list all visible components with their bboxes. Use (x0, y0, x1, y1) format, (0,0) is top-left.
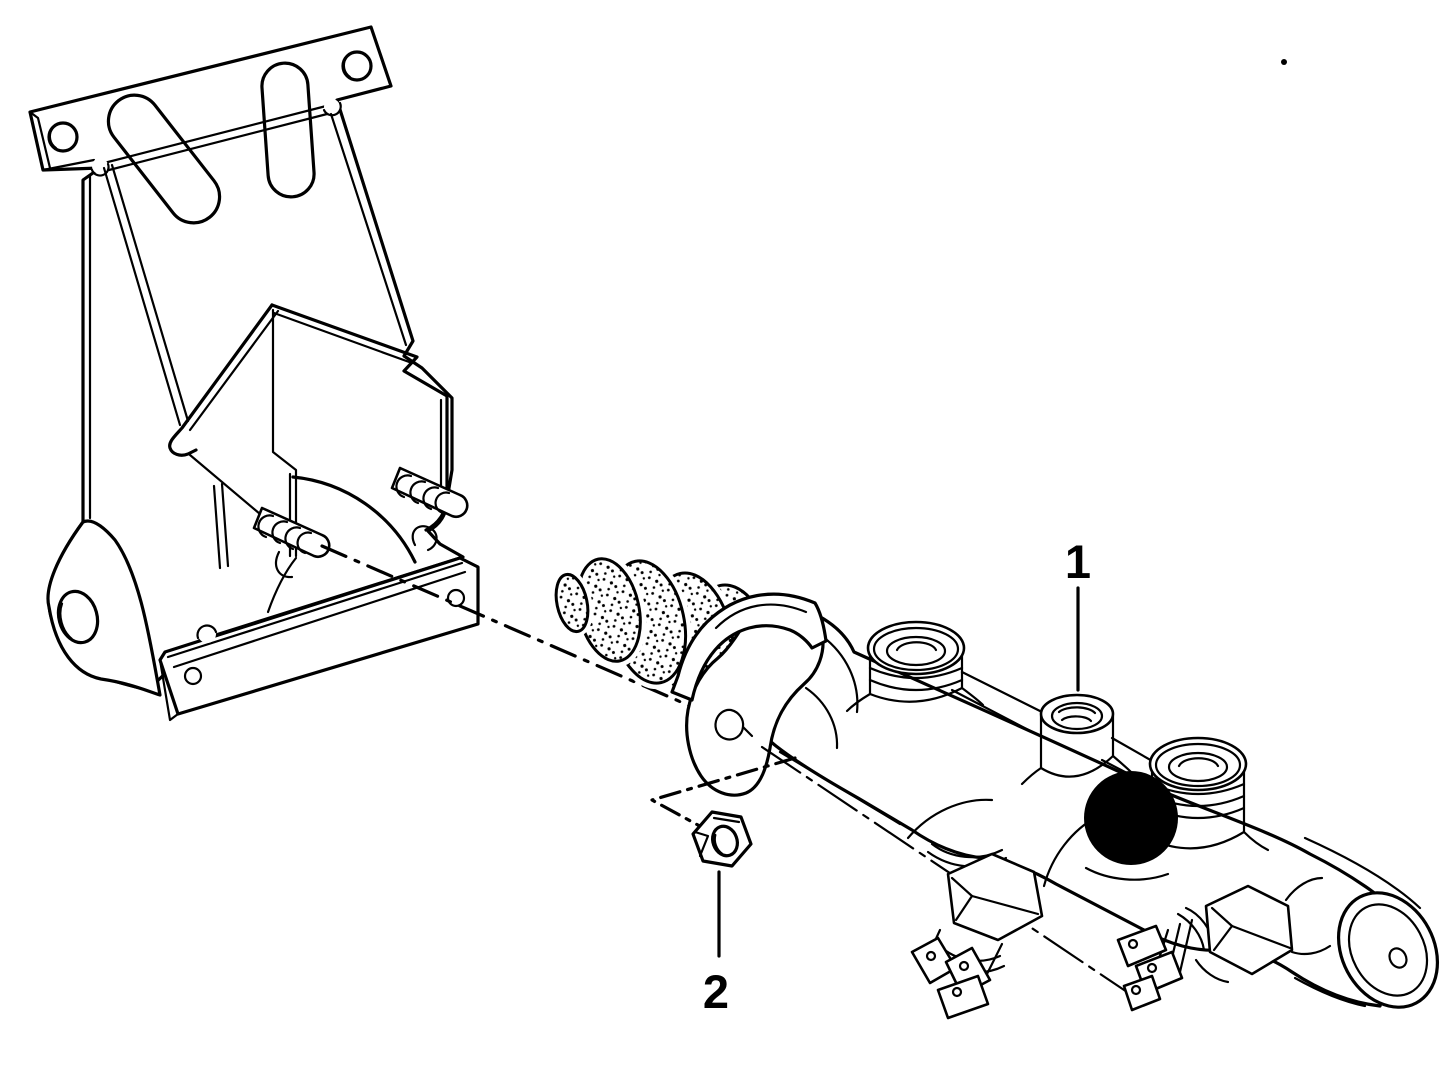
highlight-dot[interactable] (1084, 771, 1178, 865)
mounting-studs (252, 466, 469, 558)
flange-hole (714, 708, 745, 741)
stud-right (390, 466, 469, 518)
master-cylinder (650, 592, 1440, 1020)
plate-hole-left (183, 666, 203, 686)
end-cap-hole (1388, 947, 1408, 969)
bracket-bottom-plate (158, 556, 480, 722)
boot-tip (554, 572, 590, 634)
alignment-centerline (320, 544, 729, 724)
callout-1: 1 (1065, 535, 1091, 692)
boot-retainer-strap (670, 592, 828, 702)
bracket-inner-hood (102, 163, 449, 614)
pressure-switch-right[interactable] (1116, 876, 1332, 1012)
pressure-switch-left[interactable] (910, 842, 1044, 1020)
bracket-lobe-hole (56, 589, 100, 645)
nut-hole (711, 824, 739, 858)
hex-nut[interactable] (691, 810, 753, 868)
reservoir-port-left (845, 620, 985, 713)
threaded-port[interactable] (1020, 693, 1133, 786)
switch-left-terminals (910, 936, 992, 1020)
switch-left-hex (946, 852, 1044, 942)
switch-right-hex (1204, 884, 1294, 976)
plate-hole-right (446, 588, 466, 608)
bracket-lobe (46, 519, 162, 697)
print-speck (1281, 59, 1287, 65)
stud-left (252, 506, 331, 558)
callout-2: 2 (703, 870, 729, 1018)
callout-1-label[interactable]: 1 (1065, 535, 1091, 588)
reservoir-port-right (1132, 736, 1270, 864)
end-cap (1293, 836, 1440, 1009)
switch-right-terminals (1116, 924, 1184, 1012)
mounting-bracket (28, 25, 480, 722)
bracket-slot-right (260, 61, 316, 199)
callout-2-label[interactable]: 2 (703, 965, 729, 1018)
